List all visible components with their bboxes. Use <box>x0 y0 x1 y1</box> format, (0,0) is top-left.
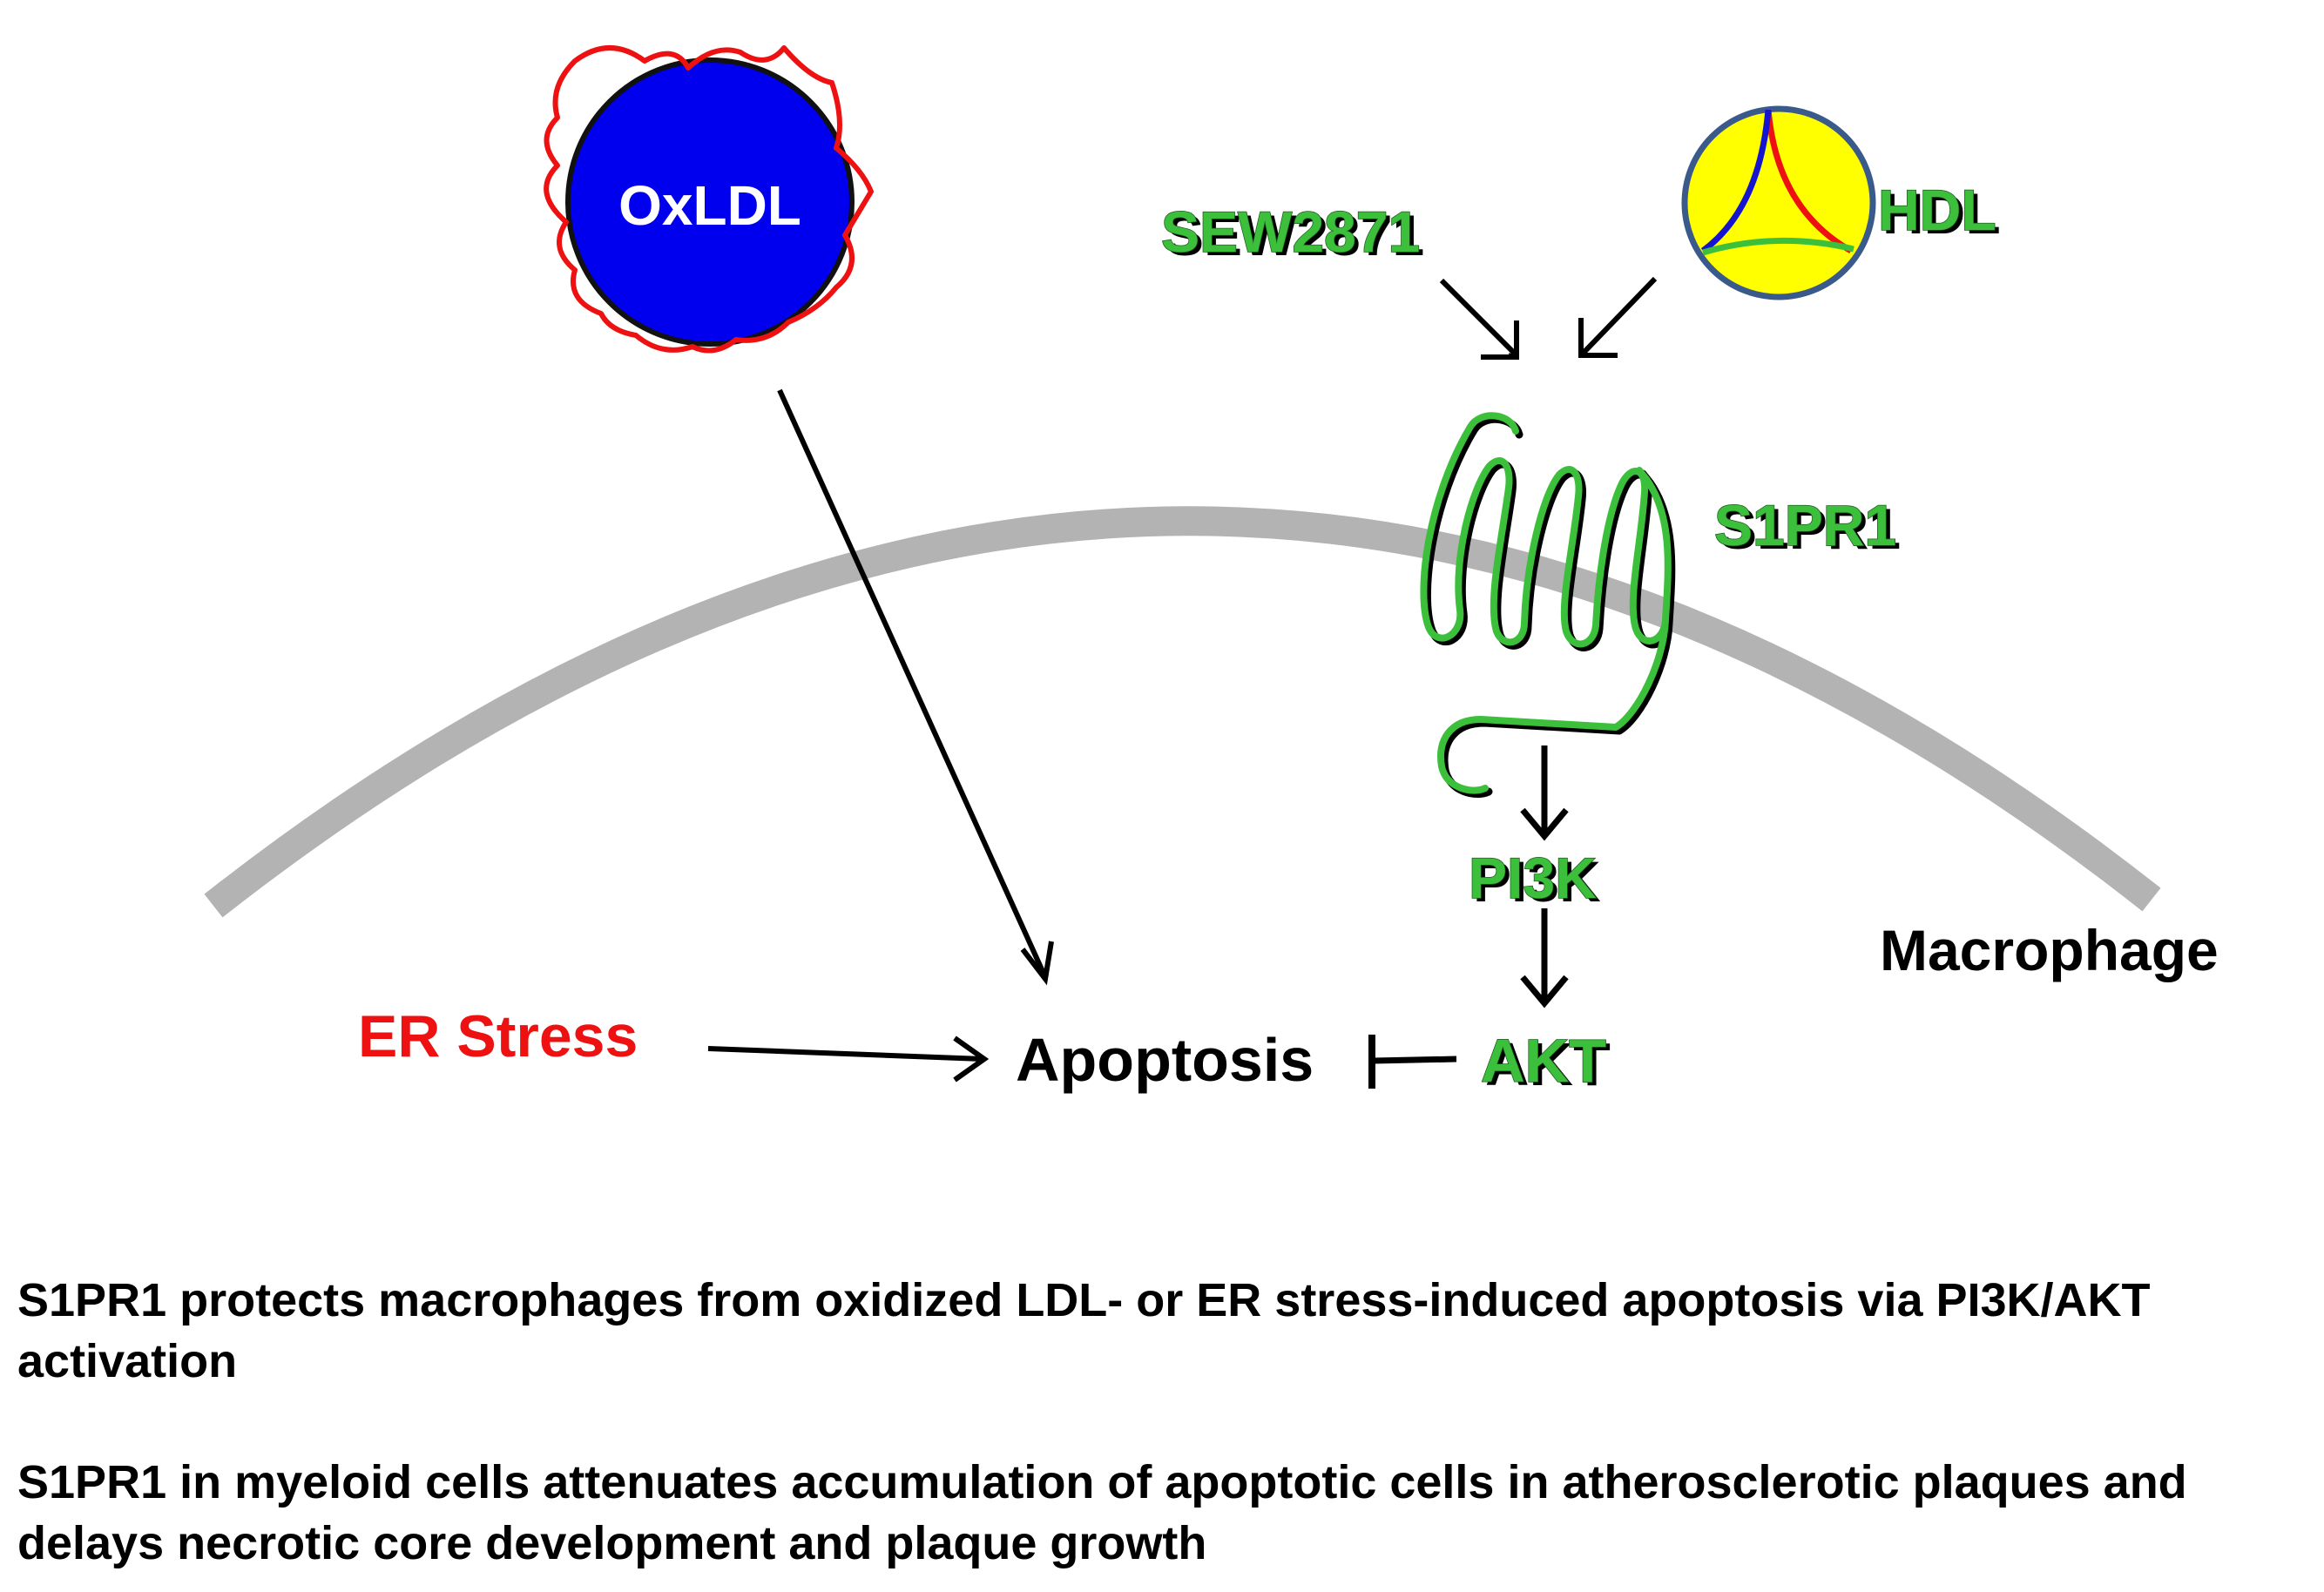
arrowhead-s1pr1-pi3k <box>1520 807 1569 841</box>
oxldl-particle: OxLDL <box>544 45 874 354</box>
sew2871-shadow: SEW2871 <box>1165 203 1424 267</box>
summary-text-2: S1PR1 in myeloid cells attenuates accumu… <box>17 1456 2187 1569</box>
arrowhead-oxldl <box>1020 941 1054 986</box>
arrow-oxldl-to-apoptosis <box>777 388 1048 979</box>
arrowhead-hdl <box>1578 318 1618 358</box>
hdl-particle <box>1681 105 1876 300</box>
hdl-apo-blue <box>1700 109 1772 253</box>
oxldl-wire-outline <box>544 45 874 354</box>
hdl-label-shadow: HDL <box>1882 181 2001 246</box>
apoptosis-label: Apoptosis <box>1016 1026 1314 1094</box>
arrowhead-er-stress <box>953 1035 990 1083</box>
pi3k-label: PI3K <box>1469 846 1597 910</box>
s1pr1-label: S1PR1 <box>1714 493 1896 557</box>
oxldl-label: OxLDL <box>618 174 801 237</box>
macrophage-label: Macrophage <box>1880 918 2219 982</box>
summary-text-1: S1PR1 protects macrophages from oxidized… <box>17 1274 2151 1387</box>
hdl-apo-red <box>1765 109 1853 254</box>
akt-label: AKT <box>1481 1027 1606 1095</box>
hdl-apo-green <box>1702 237 1854 256</box>
cell-membrane <box>204 506 2161 918</box>
arrow-sew2871-to-s1pr1 <box>1439 278 1519 358</box>
akt-label-shadow: AKT <box>1485 1030 1611 1098</box>
pi3k-label-shadow: PI3K <box>1473 849 1601 914</box>
arrow-hdl-to-s1pr1 <box>1578 276 1658 358</box>
sew2871-label: SEW2871 <box>1161 199 1420 264</box>
er-stress-label: ER Stress <box>358 1003 638 1069</box>
arrowhead-sew2871 <box>1481 320 1519 360</box>
hdl-label: HDL <box>1878 178 1996 242</box>
s1pr1-receptor <box>1420 412 1672 794</box>
s1pr1-label-shadow: S1PR1 <box>1719 496 1901 561</box>
arrowhead-pi3k-akt <box>1520 975 1569 1008</box>
inhibit-line <box>1373 1056 1457 1064</box>
arrow-er-stress-to-apoptosis <box>707 1046 983 1062</box>
